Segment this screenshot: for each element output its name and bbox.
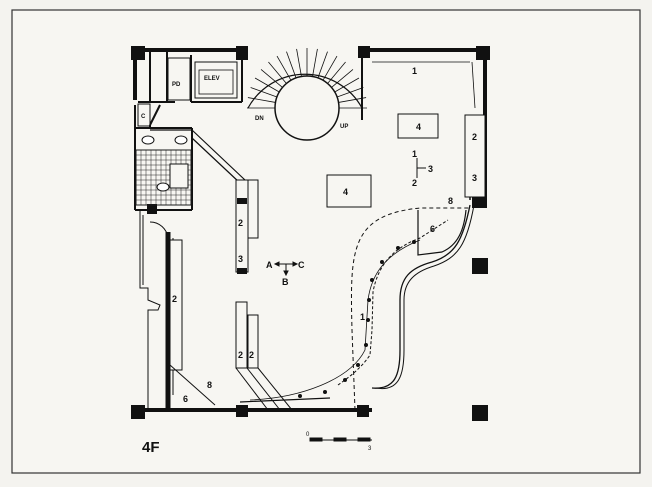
dashed-boundary — [350, 207, 470, 411]
num-mid-1: 1 — [412, 149, 417, 159]
interior-walls — [134, 50, 363, 211]
view-label-c: C — [298, 260, 305, 270]
stair-tread — [296, 48, 302, 77]
stair-dn-label: DN — [255, 116, 264, 122]
spiral-stair — [247, 48, 367, 141]
stair-tread — [322, 55, 338, 81]
elevator-shaft — [194, 61, 238, 99]
diagonal-walls — [150, 129, 246, 184]
stair-tread — [317, 51, 328, 79]
stair-tread — [331, 69, 354, 88]
view-label-a: A — [266, 260, 273, 270]
num-lower-partition-2b: 2 — [249, 350, 254, 360]
drawing-border — [11, 9, 641, 474]
num-right-wall-bottom: 3 — [472, 173, 477, 183]
case-marker-2 — [237, 268, 247, 274]
sink-right — [174, 135, 188, 145]
scale-zero: 0 — [306, 432, 310, 438]
stair-up-label: UP — [340, 124, 348, 130]
rail-bead — [396, 246, 400, 250]
door-swing-left — [149, 221, 169, 239]
rail-bead — [298, 394, 302, 398]
view-point-marker — [273, 261, 299, 277]
curved-wall — [337, 204, 475, 390]
lower-diagonal-walls — [169, 364, 293, 411]
num-table-upper: 4 — [416, 122, 421, 132]
stair-tread — [286, 51, 297, 79]
top-rail — [372, 61, 476, 109]
rail-bead — [380, 260, 384, 264]
stair-tread — [260, 69, 283, 88]
num-table-center: 4 — [343, 187, 348, 197]
secondary-view-marker — [416, 158, 426, 178]
toilet — [156, 182, 170, 192]
scale-three: 3 — [368, 446, 372, 452]
num-partition-top-2: 2 — [238, 218, 243, 228]
num-mid-2: 2 — [412, 178, 417, 188]
corner-room — [417, 209, 467, 256]
elevator-label: ELEV — [204, 76, 220, 82]
rail-bead — [323, 390, 327, 394]
num-bottom-6: 6 — [183, 394, 188, 404]
stair-tread — [268, 61, 287, 84]
stair-tread — [276, 55, 292, 81]
rail-bead — [356, 363, 360, 367]
hanging-rail — [249, 239, 421, 401]
bottom-rail — [239, 397, 331, 403]
restroom — [135, 135, 192, 206]
left-stepped-wall — [139, 210, 161, 410]
stair-tread — [312, 48, 318, 77]
num-corner-6: 6 — [430, 224, 435, 234]
closet-label: C — [141, 114, 146, 120]
toilet-stall — [169, 163, 189, 189]
stair-tread — [254, 77, 280, 93]
num-lower-partition-2a: 2 — [238, 350, 243, 360]
num-left-wall-2: 2 — [172, 294, 177, 304]
rail-bead — [343, 378, 347, 382]
num-curve-wall-1: 1 — [360, 312, 365, 322]
view-label-b: B — [282, 277, 289, 287]
floor-label: 4F — [142, 439, 160, 456]
stair-tread — [247, 97, 276, 103]
stair-tread — [327, 61, 346, 84]
stair-tread — [336, 87, 364, 98]
num-mid-3: 3 — [428, 164, 433, 174]
num-right-wall-top: 2 — [472, 132, 477, 142]
pd-room — [167, 57, 191, 101]
num-bottom-8: 8 — [207, 380, 212, 390]
stair-tread — [334, 77, 360, 93]
case-marker — [237, 198, 247, 204]
stair-tread — [250, 87, 278, 98]
stair-tread — [338, 97, 367, 103]
scale-bar — [309, 437, 372, 442]
rail-bead — [364, 343, 368, 347]
closet — [137, 103, 151, 127]
num-corner-8: 8 — [448, 196, 453, 206]
num-top-right: 1 — [412, 66, 417, 76]
sink-left — [141, 135, 155, 145]
pd-label: PD — [172, 82, 181, 88]
num-partition-3: 3 — [238, 254, 243, 264]
